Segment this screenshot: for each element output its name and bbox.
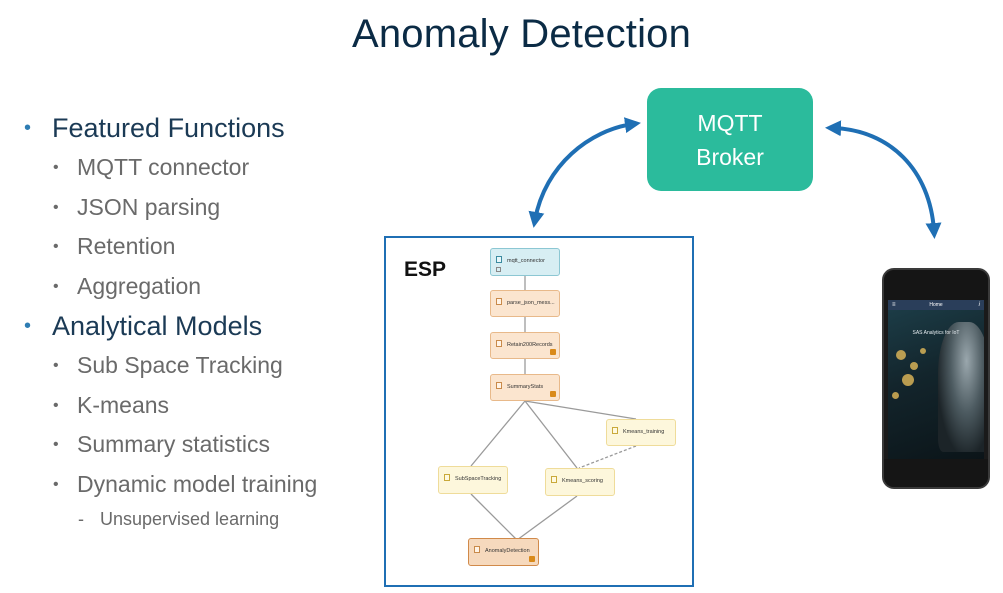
mqtt-broker-box: MQTT Broker <box>647 88 813 191</box>
bullet-text: Aggregation <box>77 272 202 299</box>
state-badge-icon <box>550 391 556 397</box>
flow-node-mqtt-connector[interactable]: mqtt_connector <box>490 248 560 276</box>
bullet-text: Unsupervised learning <box>100 509 280 529</box>
flow-node-parse-json[interactable]: parse_json_mess... <box>490 290 560 317</box>
broker-line2: Broker <box>696 143 764 170</box>
bokeh-light <box>920 348 926 354</box>
bullet-text: Sub Space Tracking <box>77 352 283 378</box>
flow-node-summary[interactable]: SummaryStats <box>490 374 560 401</box>
flow-node-retain[interactable]: Retain200Records <box>490 332 560 359</box>
flow-edges <box>470 276 637 541</box>
node-label: Kmeans_training <box>623 429 665 435</box>
flow-node-subspace[interactable]: SubSpaceTracking <box>438 466 508 494</box>
bullet-text: Dynamic model training <box>77 470 318 497</box>
slide-title: Anomaly Detection <box>351 12 692 56</box>
bullet-summary-statistics: •Summary statistics <box>53 431 270 457</box>
bullet-text: Summary statistics <box>77 431 270 457</box>
bullet-retention: •Retention <box>53 233 176 259</box>
node-label: AnomalyDetection <box>485 548 530 554</box>
bokeh-light <box>902 374 914 386</box>
bullet-text: Analytical Models <box>52 311 263 341</box>
bullet-text: Retention <box>77 233 176 259</box>
bullet-text: JSON parsing <box>77 193 221 220</box>
flow-node-anomaly-detection[interactable]: AnomalyDetection <box>468 538 539 566</box>
smartphone-image: ≡ Home i SAS Analytics for IoT <box>882 268 990 489</box>
training-icon <box>612 427 618 434</box>
bullet-text: Featured Functions <box>52 113 285 143</box>
bullet-list: •Featured Functions •MQTT connector •JSO… <box>24 108 384 534</box>
arrow-esp-to-broker <box>528 117 641 228</box>
person-photo <box>938 322 984 452</box>
esp-box: ESP mqtt_connector parse_json_mess... Re… <box>384 236 694 587</box>
model-icon <box>444 474 450 481</box>
detection-icon <box>474 546 480 553</box>
state-badge-icon <box>550 349 556 355</box>
database-icon <box>496 256 502 263</box>
bullet-mqtt-connector: •MQTT connector <box>53 154 250 180</box>
scoring-icon <box>551 476 557 483</box>
node-label: SummaryStats <box>507 384 544 390</box>
esp-label: ESP <box>404 258 447 281</box>
info-icon[interactable]: i <box>978 302 980 308</box>
arrow-broker-to-phone <box>825 120 942 239</box>
phone-bottom-bezel <box>884 459 988 487</box>
bokeh-light <box>910 362 918 370</box>
state-badge-icon <box>529 556 535 562</box>
node-label: Kmeans_scoring <box>562 478 603 484</box>
phone-screen: ≡ Home i SAS Analytics for IoT <box>888 300 984 460</box>
bullet-featured-functions: •Featured Functions <box>24 113 285 143</box>
compute-icon <box>496 298 502 305</box>
menu-icon[interactable]: ≡ <box>892 302 896 308</box>
document-icon <box>496 382 502 389</box>
node-label: parse_json_mess... <box>507 300 555 306</box>
bullet-json-parsing: •JSON parsing <box>53 193 221 220</box>
node-label: SubSpaceTracking <box>455 476 502 482</box>
bullet-analytical-models: •Analytical Models <box>24 311 263 341</box>
phone-nav-title: Home <box>929 302 943 308</box>
bullet-unsupervised-learning: -Unsupervised learning <box>78 509 280 529</box>
bullet-text: K-means <box>77 391 170 418</box>
flow-node-kmeans-training[interactable]: Kmeans_training <box>606 419 676 446</box>
bullet-aggregation: •Aggregation <box>53 272 202 299</box>
connector-icon <box>496 267 501 272</box>
node-label: mqtt_connector <box>507 258 545 264</box>
copy-icon <box>496 340 502 347</box>
bullet-dynamic-model-training: •Dynamic model training <box>53 470 318 497</box>
phone-subtitle: SAS Analytics for IoT <box>912 330 960 336</box>
broker-line1: MQTT <box>697 109 763 136</box>
bullet-text: MQTT connector <box>77 154 250 180</box>
bokeh-light <box>896 350 906 360</box>
bokeh-light <box>892 392 899 399</box>
phone-nav-bar: ≡ Home i <box>888 300 984 310</box>
phone-top-bezel <box>884 270 988 300</box>
bullet-kmeans: •K-means <box>53 391 170 418</box>
bullet-sub-space-tracking: •Sub Space Tracking <box>53 352 283 378</box>
node-label: Retain200Records <box>507 342 553 348</box>
flow-node-kmeans-scoring[interactable]: Kmeans_scoring <box>545 468 615 496</box>
